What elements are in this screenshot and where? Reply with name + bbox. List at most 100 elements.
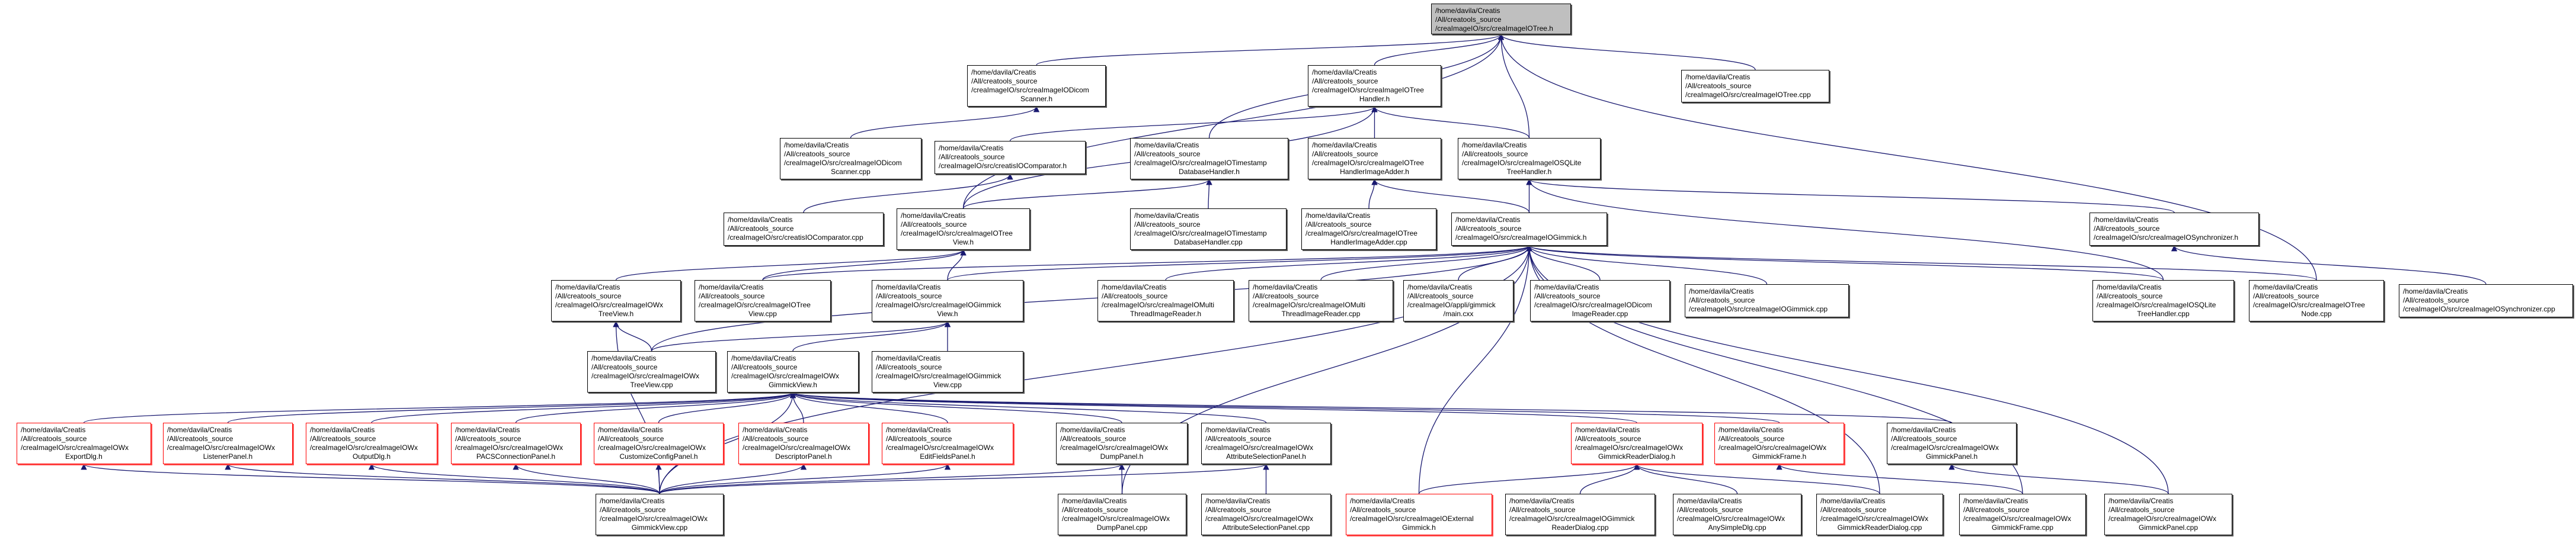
node-adder-h[interactable]: /home/davila/Creatis/All/creatools_sourc… xyxy=(1308,138,1441,179)
node-synchronizer-cpp[interactable]: /home/davila/Creatis/All/creatools_sourc… xyxy=(2399,284,2573,317)
node-exportdlg-h[interactable]: /home/davila/Creatis/All/creatools_sourc… xyxy=(17,423,151,464)
node-label-line: /home/davila/Creatis xyxy=(2253,283,2318,291)
node-gimmickview-h[interactable]: /home/davila/Creatis/All/creatools_sourc… xyxy=(872,280,1023,321)
node-label-line: View.cpp xyxy=(933,381,962,389)
node-sqlite-h[interactable]: /home/davila/Creatis/All/creatools_sourc… xyxy=(1458,138,1601,179)
node-dicomimagereader-cpp[interactable]: /home/davila/Creatis/All/creatools_sourc… xyxy=(1530,280,1670,321)
node-dicomscanner-h[interactable]: /home/davila/Creatis/All/creatools_sourc… xyxy=(967,65,1106,107)
node-label-line: DumpPanel.h xyxy=(1100,452,1144,461)
node-ogreaderdialog-cpp[interactable]: /home/davila/Creatis/All/creatools_sourc… xyxy=(1505,494,1655,535)
edge-sqlite_cpp-to-sqlite_h xyxy=(1526,178,2164,281)
node-label-line: /home/davila/Creatis xyxy=(1963,497,2028,505)
node-label-line: /home/davila/Creatis xyxy=(1719,426,1784,434)
node-label-line: GimmickFrame.h xyxy=(1752,452,1807,461)
node-comparator-h[interactable]: /home/davila/Creatis/All/creatools_sourc… xyxy=(935,141,1086,174)
edge-mtreader_cpp-to-gimmick_h xyxy=(1320,245,1532,281)
node-label-line: AttributeSelectionPanel.h xyxy=(1226,452,1306,461)
node-label-line: /All/creatools_source xyxy=(2094,224,2160,233)
node-label-line: /creaImageIO/src/creatisIOComparator.cpp xyxy=(728,233,863,242)
node-label-line: /All/creatools_source xyxy=(971,77,1038,85)
edge-wxgimmickview_cpp-to-exportdlg_h xyxy=(81,463,660,494)
edge-wxgimmickview_cpp-to-customize_h xyxy=(655,463,662,494)
node-gimmickframe-cpp[interactable]: /home/davila/Creatis/All/creatools_sourc… xyxy=(1959,494,2086,535)
node-synchronizer-h[interactable]: /home/davila/Creatis/All/creatools_sourc… xyxy=(2089,213,2259,246)
node-comparator-cpp[interactable]: /home/davila/Creatis/All/creatools_sourc… xyxy=(724,213,884,246)
node-label-line: /home/davila/Creatis xyxy=(310,426,375,434)
edge-synchronizer_cpp-to-synchronizer_h xyxy=(2171,245,2487,285)
edge-attrsel_h-to-wxgimmickview_h xyxy=(790,391,1267,423)
node-timestamp-cpp[interactable]: /home/davila/Creatis/All/creatools_sourc… xyxy=(1130,208,1287,250)
node-label-line: /All/creatools_source xyxy=(1689,296,1755,304)
node-label-line: /All/creatools_source xyxy=(876,363,942,371)
node-gimmickpanel-cpp[interactable]: /home/davila/Creatis/All/creatools_sourc… xyxy=(2104,494,2232,535)
edge-listenerpanel_h-to-wxgimmickview_h xyxy=(227,391,796,423)
node-label-line: /creaImageIO/src/creaImageIOTimestamp xyxy=(1134,159,1267,167)
node-gimmick-h[interactable]: /home/davila/Creatis/All/creatools_sourc… xyxy=(1451,213,1607,246)
edge-wxgimmickview_cpp-to-outputdlg_h xyxy=(368,463,660,494)
node-attrsel-h[interactable]: /home/davila/Creatis/All/creatools_sourc… xyxy=(1201,423,1331,464)
node-label-line: ImageReader.cpp xyxy=(1572,310,1628,318)
node-gimmick-cpp[interactable]: /home/davila/Creatis/All/creatools_sourc… xyxy=(1685,284,1849,317)
node-label-line: /creaImageIO/src/creaImageIOWx xyxy=(1205,515,1314,523)
node-gimmickpanel-h[interactable]: /home/davila/Creatis/All/creatools_sourc… xyxy=(1887,423,2017,464)
node-wxgimmickview-cpp[interactable]: /home/davila/Creatis/All/creatools_sourc… xyxy=(596,494,724,535)
node-outputdlg-h[interactable]: /home/davila/Creatis/All/creatools_sourc… xyxy=(306,423,437,464)
node-listenerpanel-h[interactable]: /home/davila/Creatis/All/creatools_sourc… xyxy=(163,423,293,464)
node-label-line: /All/creatools_source xyxy=(1305,220,1372,229)
node-label-line: /creaImageIO/src/creaImageIOTree xyxy=(901,229,1013,237)
node-descriptor-h[interactable]: /home/davila/Creatis/All/creatools_sourc… xyxy=(738,423,869,464)
node-attrsel-cpp[interactable]: /home/davila/Creatis/All/creatools_sourc… xyxy=(1201,494,1331,535)
node-treeview-cpp[interactable]: /home/davila/Creatis/All/creatools_sourc… xyxy=(695,280,831,321)
node-dumppanel-cpp[interactable]: /home/davila/Creatis/All/creatools_sourc… xyxy=(1058,494,1186,535)
node-label-line: /All/creatools_source xyxy=(1060,435,1127,443)
node-label-line: /creaImageIO/src/creaImageIOGimmick xyxy=(876,372,1001,380)
node-wxtreeview-cpp[interactable]: /home/davila/Creatis/All/creatools_sourc… xyxy=(587,351,716,393)
node-mtreader-cpp[interactable]: /home/davila/Creatis/All/creatools_sourc… xyxy=(1249,280,1393,321)
node-wxreaderdialog-cpp[interactable]: /home/davila/Creatis/All/creatools_sourc… xyxy=(1816,494,1943,535)
node-wxtreeview-h[interactable]: /home/davila/Creatis/All/creatools_sourc… xyxy=(551,280,681,321)
node-label-line: /All/creatools_source xyxy=(455,435,521,443)
node-label-line: /All/creatools_source xyxy=(1575,435,1641,443)
edge-wxgimmickview_cpp-to-wxgimmickview_h xyxy=(659,391,796,494)
node-label-line: /All/creatools_source xyxy=(1350,506,1416,514)
node-label-line: /home/davila/Creatis xyxy=(1820,497,1886,505)
node-adder-cpp[interactable]: /home/davila/Creatis/All/creatools_sourc… xyxy=(1301,208,1436,250)
node-wxgimmickview-h[interactable]: /home/davila/Creatis/All/creatools_sourc… xyxy=(727,351,859,393)
edge-wxtreeview_cpp-to-gimmick_h xyxy=(651,245,1532,352)
node-label-line: GimmickPanel.cpp xyxy=(2138,523,2199,532)
node-treenode-cpp[interactable]: /home/davila/Creatis/All/creatools_sourc… xyxy=(2249,280,2384,321)
node-label-line: /All/creatools_source xyxy=(728,224,794,233)
node-mtreader-h[interactable]: /home/davila/Creatis/All/creatools_sourc… xyxy=(1097,280,1234,321)
node-external-h[interactable]: /home/davila/Creatis/All/creatools_sourc… xyxy=(1346,494,1492,535)
node-root[interactable]: /home/davila/Creatis/All/creatools_sourc… xyxy=(1431,4,1571,34)
node-treeview-h[interactable]: /home/davila/Creatis/All/creatools_sourc… xyxy=(897,208,1030,250)
edge-dumppanel_h-to-wxgimmickview_h xyxy=(790,391,1122,423)
node-label-line: /home/davila/Creatis xyxy=(1134,211,1199,220)
node-anysimpledlg-cpp[interactable]: /home/davila/Creatis/All/creatools_sourc… xyxy=(1673,494,1801,535)
node-tree-cpp[interactable]: /home/davila/Creatis/All/creatools_sourc… xyxy=(1681,70,1829,102)
node-editfields-h[interactable]: /home/davila/Creatis/All/creatools_sourc… xyxy=(882,423,1013,464)
node-label-line: Node.cpp xyxy=(2301,310,2332,318)
node-dumppanel-h[interactable]: /home/davila/Creatis/All/creatools_sourc… xyxy=(1056,423,1188,464)
node-label-line: /All/creatools_source xyxy=(876,292,942,300)
node-dicomscanner-cpp[interactable]: /home/davila/Creatis/All/creatools_sourc… xyxy=(780,138,921,179)
node-timestamp-h[interactable]: /home/davila/Creatis/All/creatools_sourc… xyxy=(1130,138,1288,179)
node-label-line: /home/davila/Creatis xyxy=(1305,211,1371,220)
node-label-line: ThreadImageReader.h xyxy=(1129,310,1202,318)
node-pacs-h[interactable]: /home/davila/Creatis/All/creatools_sourc… xyxy=(451,423,581,464)
node-gimmickframe-h[interactable]: /home/davila/Creatis/All/creatools_sourc… xyxy=(1714,423,1844,464)
node-label-line: /creaImageIO/src/creaImageIODicom xyxy=(971,86,1089,94)
node-gimmickview-cpp[interactable]: /home/davila/Creatis/All/creatools_sourc… xyxy=(872,351,1023,393)
node-label-line: /All/creatools_source xyxy=(1677,506,1743,514)
node-readerdialog-h[interactable]: /home/davila/Creatis/All/creatools_sourc… xyxy=(1571,423,1703,464)
node-sqlite-cpp[interactable]: /home/davila/Creatis/All/creatools_sourc… xyxy=(2092,280,2234,321)
node-label-line: ExportDlg.h xyxy=(65,452,103,461)
node-label-line: /home/davila/Creatis xyxy=(1677,497,1742,505)
node-customize-h[interactable]: /home/davila/Creatis/All/creatools_sourc… xyxy=(594,423,724,464)
edge-comparator_cpp-to-comparator_h xyxy=(803,173,1013,213)
node-main-cxx[interactable]: /home/davila/Creatis/All/creatools_sourc… xyxy=(1403,280,1513,321)
node-label-line: /All/creatools_source xyxy=(598,435,664,443)
node-treehandler-h[interactable]: /home/davila/Creatis/All/creatools_sourc… xyxy=(1308,65,1441,107)
node-label-line: /All/creatools_source xyxy=(939,153,1005,161)
